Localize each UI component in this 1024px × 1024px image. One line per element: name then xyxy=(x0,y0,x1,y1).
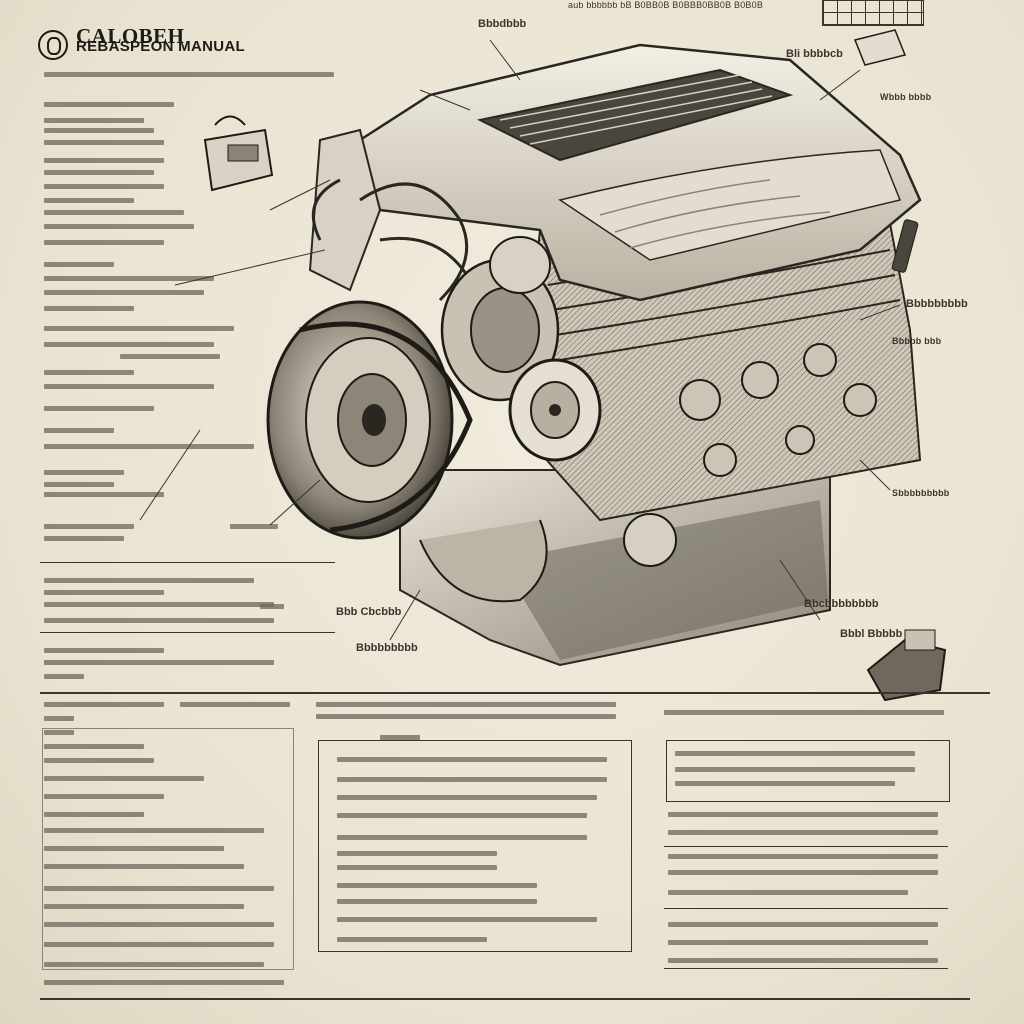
bottom-rule xyxy=(40,998,970,1000)
page-title: CALOBEH xyxy=(76,24,185,48)
callout-bottom-right: Bbbl Bbbbb xyxy=(840,628,903,640)
right-rule-3 xyxy=(664,968,948,969)
bottom-middle-box xyxy=(318,740,632,952)
callout-right-3: Bbbbb bbb xyxy=(892,336,942,346)
right-rule-1 xyxy=(664,846,948,847)
callout-top-right: Bli bbbbcb xyxy=(786,48,843,60)
reservoir-icon xyxy=(203,115,274,192)
callout-bottom-label-3: Bbbbbbbbb xyxy=(356,642,418,654)
sensor-icon xyxy=(866,629,947,702)
divider-rule-2 xyxy=(40,632,335,633)
logo-icon xyxy=(38,30,68,60)
page-subtitle: REBASPEON MANUAL xyxy=(76,38,245,55)
grid-icon xyxy=(822,0,924,26)
callout-right-1: Wbbb bbbb xyxy=(880,92,932,102)
right-rule-2 xyxy=(664,908,948,909)
callout-bottom-label-2: Bbb Cbcbbb xyxy=(336,606,402,618)
divider-rule xyxy=(40,562,335,563)
section-divider xyxy=(40,692,990,694)
bottom-left-box xyxy=(42,728,294,970)
top-note: aub bbbbbb bB B0BB0B B0BBB0BB0B B0B0B xyxy=(568,0,764,10)
callout-bottom-label-1: Bbcbbbbbbbb xyxy=(804,598,879,610)
callout-right-2: Bbbbbbbbb xyxy=(906,298,968,310)
callout-top-center: Bbbdbbb xyxy=(478,18,527,30)
callout-right-4: Sbbbbbbbbb xyxy=(892,488,950,498)
box-tab xyxy=(380,735,420,740)
bottom-right-box xyxy=(666,740,950,802)
